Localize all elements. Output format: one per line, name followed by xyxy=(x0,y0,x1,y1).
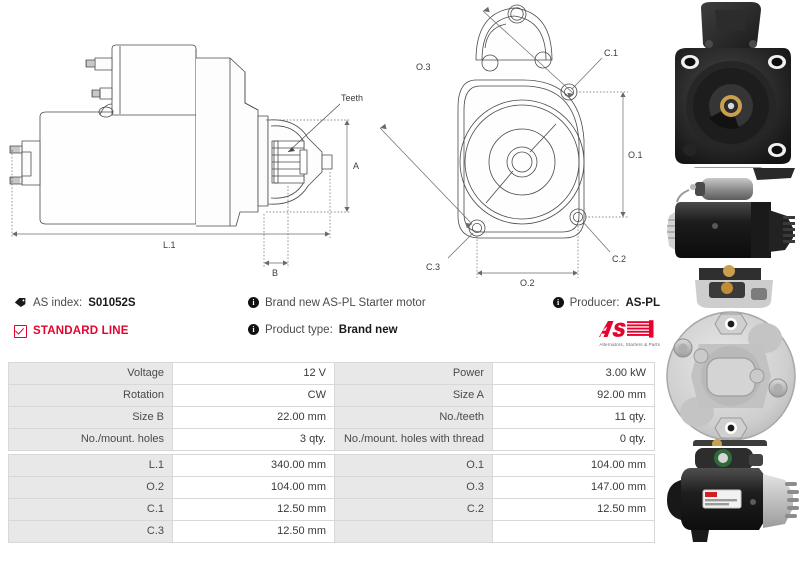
spec-label: Voltage xyxy=(8,362,173,385)
info-icon xyxy=(552,297,564,308)
spec-value: 12 V xyxy=(172,362,335,385)
product-description: Brand new AS-PL Starter motor xyxy=(265,297,426,309)
label-dim-a: A xyxy=(353,161,359,171)
label-dim-c2: C.2 xyxy=(612,254,626,264)
spec-label: C.1 xyxy=(8,498,173,521)
tag-icon xyxy=(14,297,27,312)
spec-value: 0 qty. xyxy=(492,428,655,451)
product-type-line: Product type: Brand new xyxy=(248,323,548,337)
product-type-value: Brand new xyxy=(338,324,398,336)
label-dim-o2: O.2 xyxy=(520,278,535,288)
spec-value: 22.00 mm xyxy=(172,406,335,429)
producer-label: Producer: xyxy=(569,297,620,309)
spec-label: C.2 xyxy=(334,498,493,521)
spec-value: 12.50 mm xyxy=(172,520,335,543)
table-row: Voltage 12 V Power 3.00 kW xyxy=(8,362,655,385)
table-row: No./mount. holes 3 qty. No./mount. holes… xyxy=(8,428,655,451)
spec-label: No./mount. holes xyxy=(8,428,173,451)
product-info-strip: AS index: S01052S STANDARD LINE Brand ne… xyxy=(0,296,660,356)
as-pl-logo-tagline: Alternators, Starters & Parts xyxy=(599,342,660,347)
as-pl-logo-icon xyxy=(599,320,654,338)
standard-line-label: STANDARD LINE xyxy=(33,325,129,337)
label-dim-o1: O.1 xyxy=(628,150,643,160)
as-index-line: AS index: S01052S xyxy=(14,296,239,311)
spec-label: Rotation xyxy=(8,384,173,407)
spec-value: 104.00 mm xyxy=(492,454,655,477)
table-row: L.1 340.00 mm O.1 104.00 mm xyxy=(8,454,655,477)
as-index-value: S01052S xyxy=(88,297,136,309)
label-dim-b: B xyxy=(272,268,278,278)
product-type-label: Product type: xyxy=(265,324,333,336)
spec-value: 104.00 mm xyxy=(172,476,335,499)
producer-value: AS-PL xyxy=(625,297,661,309)
as-index-label: AS index: xyxy=(33,297,83,309)
spec-value: 92.00 mm xyxy=(492,384,655,407)
technical-drawings-area: Teeth A L.1 xyxy=(0,0,665,290)
table-row: Size B 22.00 mm No./teeth 11 qty. xyxy=(8,406,655,429)
spec-value: 12.50 mm xyxy=(172,498,335,521)
spec-label: Size A xyxy=(334,384,493,407)
spec-label: O.1 xyxy=(334,454,493,477)
table-row: Rotation CW Size A 92.00 mm xyxy=(8,384,655,407)
starter-front-drive-end-photo[interactable] xyxy=(665,0,800,168)
spec-value: 147.00 mm xyxy=(492,476,655,499)
label-dim-c3: C.3 xyxy=(426,262,440,272)
info-column-index: AS index: S01052S STANDARD LINE xyxy=(14,296,239,351)
product-photo-column xyxy=(665,0,800,569)
spec-value: 3.00 kW xyxy=(492,362,655,385)
spec-label: Power xyxy=(334,362,493,385)
checkbox-checked-icon xyxy=(14,325,27,338)
spec-value: 11 qty. xyxy=(492,406,655,429)
as-pl-logo: Alternators, Starters & Parts xyxy=(548,319,660,347)
spec-value: 12.50 mm xyxy=(492,498,655,521)
spec-label: O.3 xyxy=(334,476,493,499)
starter-mounting-flange-photo[interactable] xyxy=(665,280,800,446)
table-row: C.1 12.50 mm C.2 12.50 mm xyxy=(8,498,655,521)
starter-angled-view-photo[interactable] xyxy=(665,446,800,569)
starter-side-view-photo[interactable] xyxy=(665,168,800,280)
info-column-description: Brand new AS-PL Starter motor Product ty… xyxy=(248,296,548,350)
spec-value xyxy=(492,520,655,543)
spec-value: 340.00 mm xyxy=(172,454,335,477)
label-dim-c1: C.1 xyxy=(604,48,618,58)
spec-label: No./teeth xyxy=(334,406,493,429)
starter-side-view-drawing: Teeth A L.1 xyxy=(9,44,363,278)
starter-front-view-drawing: O.3 O.1 O.2 C.1 xyxy=(380,4,643,288)
table-row: O.2 104.00 mm O.3 147.00 mm xyxy=(8,476,655,499)
spec-label: L.1 xyxy=(8,454,173,477)
spec-label: C.3 xyxy=(8,520,173,543)
specification-table: Voltage 12 V Power 3.00 kW Rotation CW S… xyxy=(8,362,655,543)
spec-value: CW xyxy=(172,384,335,407)
spec-label: Size B xyxy=(8,406,173,429)
producer-line: Producer: AS-PL xyxy=(548,296,660,310)
spec-label xyxy=(334,520,493,543)
label-teeth: Teeth xyxy=(341,93,363,103)
standard-line-badge: STANDARD LINE xyxy=(14,324,239,338)
spec-label: No./mount. holes with thread xyxy=(334,428,493,451)
table-row: C.3 12.50 mm xyxy=(8,520,655,543)
spec-label: O.2 xyxy=(8,476,173,499)
product-description-line: Brand new AS-PL Starter motor xyxy=(248,296,548,310)
spec-table-body: Voltage 12 V Power 3.00 kW Rotation CW S… xyxy=(8,362,655,543)
info-icon xyxy=(248,297,259,308)
info-icon xyxy=(248,324,259,335)
label-dim-o3: O.3 xyxy=(416,62,431,72)
label-dim-l1: L.1 xyxy=(163,240,176,250)
info-column-producer: Producer: AS-PL xyxy=(548,296,660,347)
spec-value: 3 qty. xyxy=(172,428,335,451)
